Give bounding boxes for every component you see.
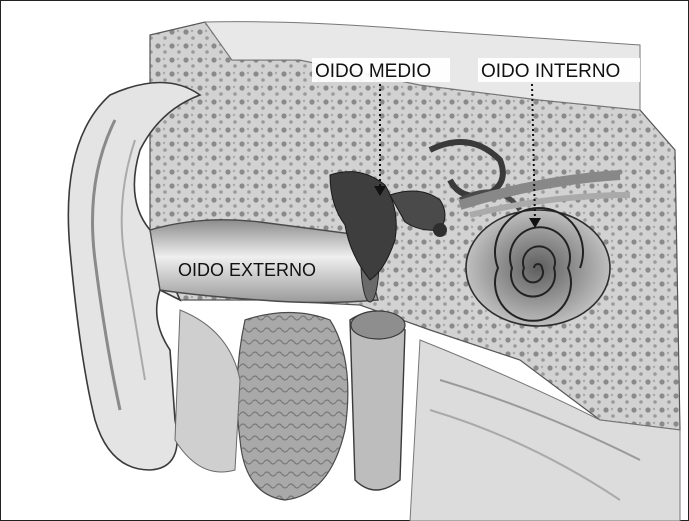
parotid-gland — [237, 313, 348, 501]
label-inner-ear: OIDO INTERNO — [481, 61, 620, 82]
label-outer-ear: OIDO EXTERNO — [178, 260, 316, 280]
lower-tissue — [175, 310, 240, 472]
label-middle-ear: OIDO MEDIO — [315, 61, 431, 82]
vessel-opening — [351, 311, 405, 339]
